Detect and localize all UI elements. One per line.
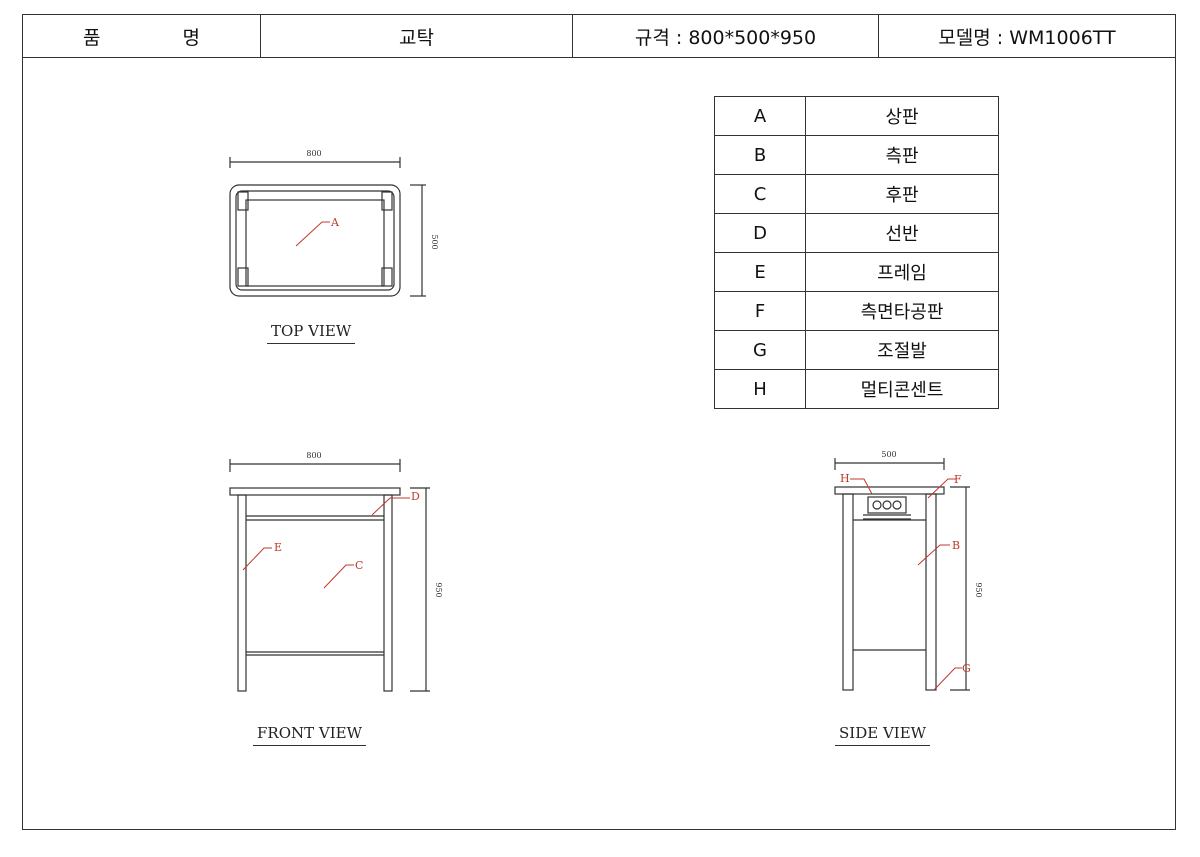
callout-c: C [355, 559, 363, 572]
top-width-dim: 800 [306, 149, 321, 158]
callout-h: H [840, 472, 850, 485]
callout-leader-e [242, 547, 272, 571]
front-view-label: FRONT VIEW [253, 724, 367, 746]
callout-e: E [274, 541, 282, 554]
callout-b: B [952, 539, 960, 552]
front-view-drawing [229, 459, 430, 692]
callout-a: A [330, 216, 340, 229]
part-name: 조절발 [805, 330, 999, 370]
title-block: 품 명 교탁 규격 : 800*500*950 모델명 : WM1006TT [22, 14, 1176, 58]
part-name: 멀티콘센트 [805, 369, 999, 409]
part-name: 측판 [805, 135, 999, 175]
part-code: G [714, 330, 806, 370]
part-code: H [714, 369, 806, 409]
callout-d: D [411, 490, 420, 503]
top-depth-dim: 500 [430, 234, 439, 249]
item-value: 교탁 [261, 15, 573, 57]
callout-leader-h [850, 478, 873, 495]
side-view-label: SIDE VIEW [835, 724, 931, 746]
spec-text: 규격 : 800*500*950 [573, 15, 879, 57]
callout-leader-c [323, 564, 354, 589]
front-width-dim: 800 [306, 451, 321, 460]
side-view-drawing [834, 458, 970, 691]
callout-leader-d [371, 497, 410, 516]
callout-leader-g [933, 667, 962, 691]
part-name: 선반 [805, 213, 999, 253]
item-label: 품 명 [23, 15, 261, 57]
callout-f: F [954, 473, 962, 486]
front-height-dim: 950 [434, 582, 443, 597]
top-view-drawing [229, 157, 426, 297]
callout-leader-a [295, 221, 330, 247]
callout-leader-b [917, 544, 950, 566]
side-width-dim: 500 [881, 450, 896, 459]
callout-g: G [962, 662, 971, 675]
side-height-dim: 950 [974, 582, 983, 597]
callout-leader-f [927, 478, 956, 499]
model-text: 모델명 : WM1006TT [938, 26, 1116, 49]
part-name: 프레임 [805, 252, 999, 292]
part-name: 상판 [805, 96, 999, 136]
part-code: F [714, 291, 806, 331]
top-view-label: TOP VIEW [267, 322, 356, 344]
part-code: C [714, 174, 806, 214]
